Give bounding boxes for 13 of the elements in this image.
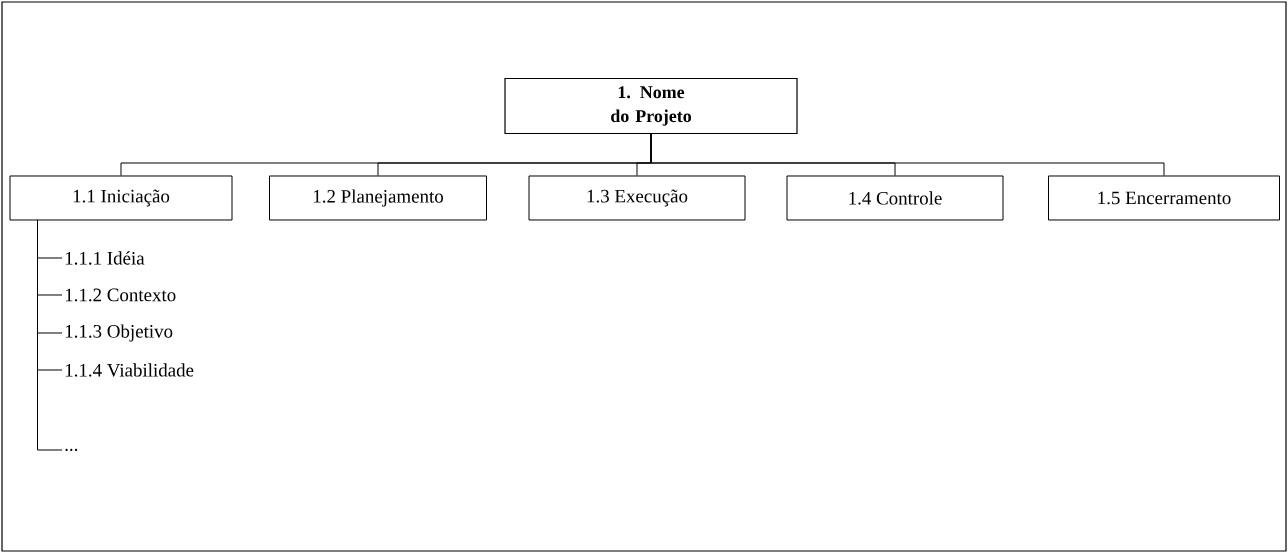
item-text: 1.1.2 Contexto [65,288,176,302]
item-text: 1.1.3 Objetivo [65,324,173,342]
item-text: 1.1.4 Viabilidade [65,363,194,377]
phase-box: 1.3 Execução [528,175,746,221]
phase-box: 1.1 Iniciação [9,175,233,221]
connector-line [650,133,1165,176]
phase-box: 1.2 Planejamento [269,175,487,221]
phase-box: 1.4 Controle [786,175,1004,221]
item-text: ... [65,448,78,452]
item-text: 1.1.1 Idéia [65,251,145,265]
phase-box: 1.5 Encerramento [1048,175,1280,221]
root-box: 1. Nome do Projeto [504,77,798,135]
connector-line [37,220,63,451]
